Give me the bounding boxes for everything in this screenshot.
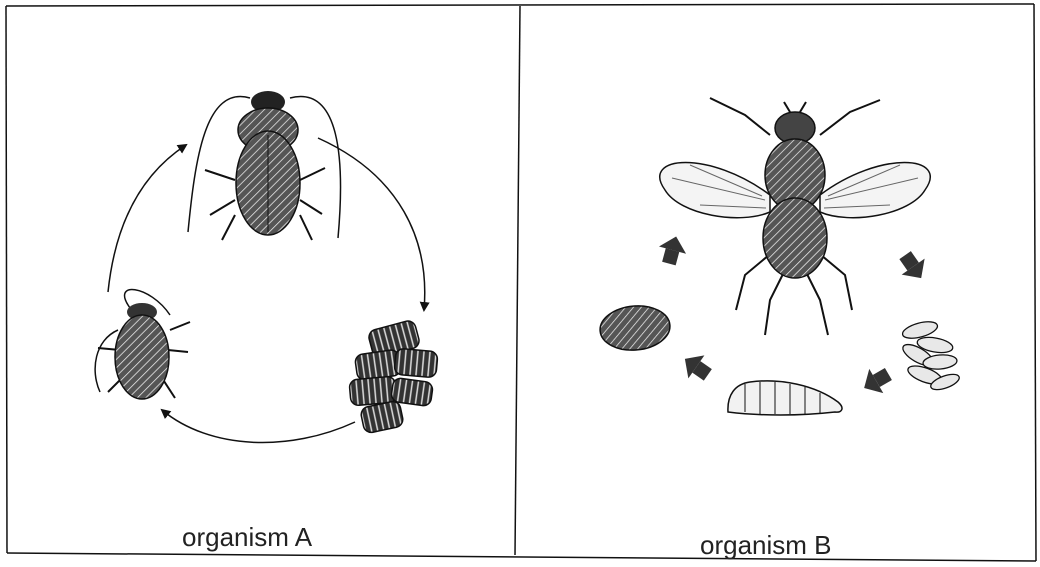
panel-divider xyxy=(515,6,520,555)
cycle-arrow-adult-to-eggs xyxy=(318,138,425,310)
cycle-arrow-eggs-to-nymph xyxy=(162,410,355,443)
cockroach-eggs-illustration xyxy=(349,319,438,434)
figure-frame xyxy=(6,4,1036,561)
panel-organism-b xyxy=(598,98,961,415)
adult-cockroach-illustration xyxy=(188,91,341,240)
cycle-arrow-nymph-to-adult xyxy=(108,145,186,292)
cycle-arrow-eggs-to-larva xyxy=(857,362,895,400)
fly-eggs-illustration xyxy=(900,319,961,393)
fly-pupa-illustration xyxy=(598,303,672,353)
fly-larva-illustration xyxy=(728,381,842,415)
panel-organism-a xyxy=(95,91,438,443)
cycle-arrow-adult-to-eggs xyxy=(894,247,933,286)
organism-b-label: organism B xyxy=(700,530,832,561)
organism-a-label: organism A xyxy=(182,522,312,553)
adult-fly-illustration xyxy=(660,98,930,335)
cockroach-nymph-illustration xyxy=(95,290,190,399)
cycle-arrow-pupa-to-adult xyxy=(655,233,689,267)
cycle-arrow-larva-to-pupa xyxy=(677,347,716,386)
